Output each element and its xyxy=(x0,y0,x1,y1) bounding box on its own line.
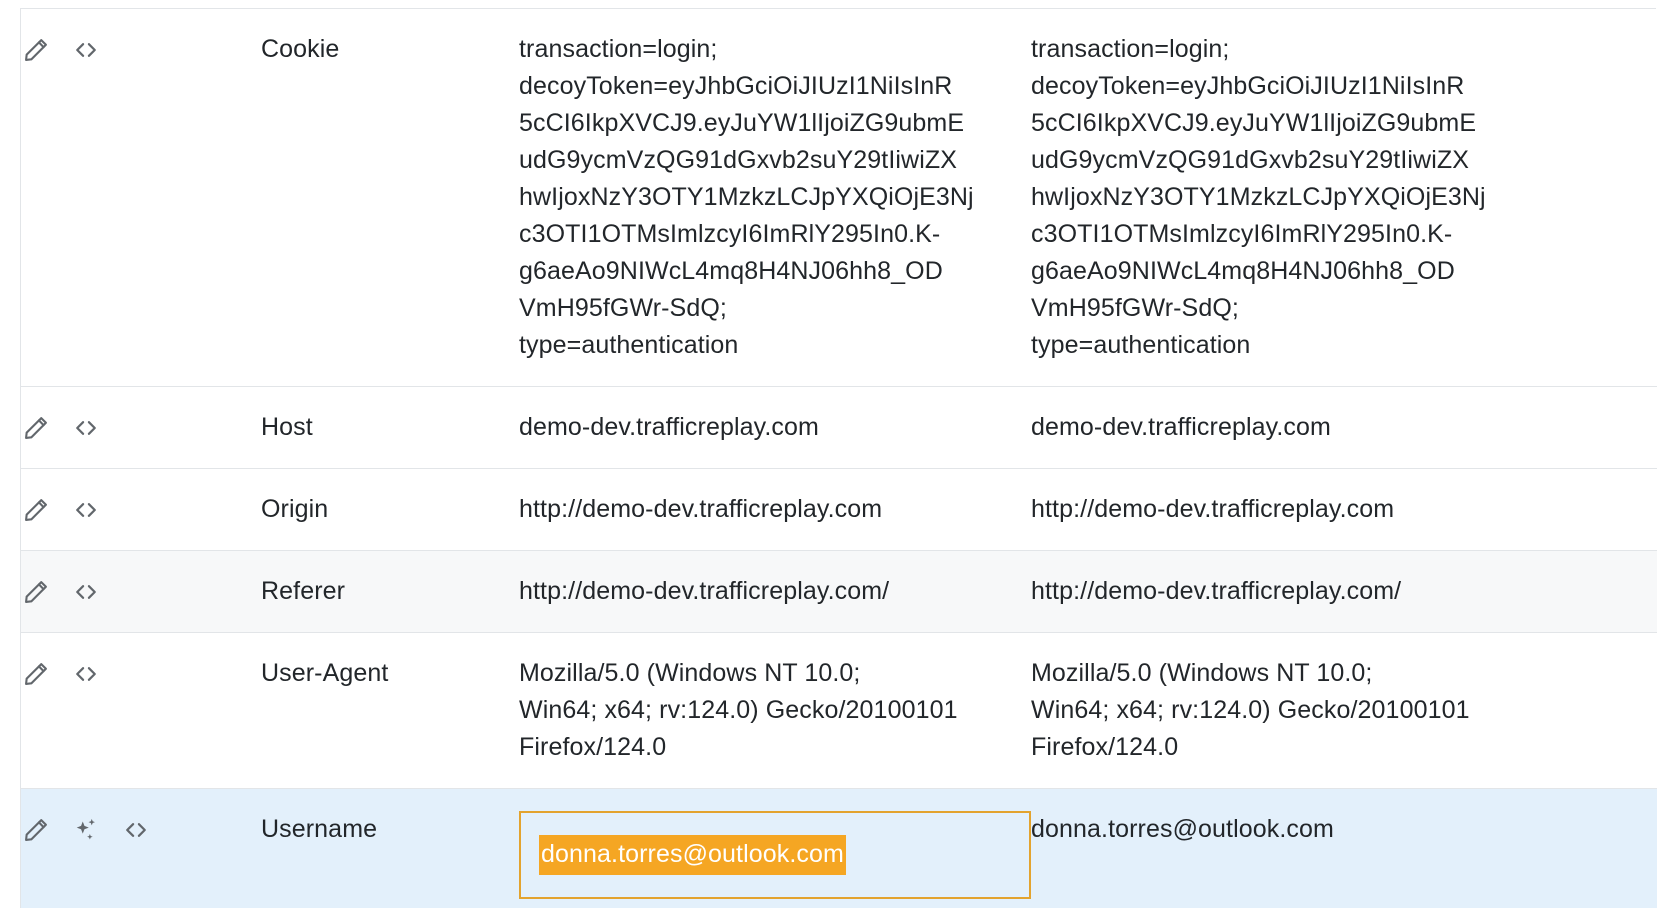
headers-table-body: Cookie transaction=login; decoyToken=eyJ… xyxy=(21,9,1657,908)
original-value-cell[interactable]: http://demo-dev.trafficreplay.com xyxy=(519,468,1031,551)
header-name-label: User-Agent xyxy=(261,659,389,687)
row-actions-cell xyxy=(21,632,261,789)
header-name-label: Origin xyxy=(261,495,329,523)
original-value-cell[interactable]: Mozilla/5.0 (Windows NT 10.0; Win64; x64… xyxy=(519,632,1031,789)
replay-value-cell[interactable]: demo-dev.trafficreplay.com xyxy=(1031,386,1657,469)
row-action-icons xyxy=(21,655,261,692)
sparkle-icon[interactable] xyxy=(71,815,101,845)
table-row[interactable]: Host demo-dev.trafficreplay.com demo-dev… xyxy=(21,386,1657,469)
original-value-cell[interactable]: transaction=login; decoyToken=eyJhbGciOi… xyxy=(519,9,1031,387)
header-name-cell: Host xyxy=(261,386,519,469)
headers-table-container: Cookie transaction=login; decoyToken=eyJ… xyxy=(20,8,1657,908)
code-icon[interactable] xyxy=(71,413,101,443)
row-action-icons xyxy=(21,31,261,68)
header-name-cell: User-Agent xyxy=(261,632,519,789)
replay-value-text: Mozilla/5.0 (Windows NT 10.0; Win64; x64… xyxy=(1031,659,1470,761)
code-icon[interactable] xyxy=(71,35,101,65)
original-value-text: http://demo-dev.trafficreplay.com xyxy=(519,495,883,523)
row-action-icons xyxy=(21,491,261,528)
replay-value-cell[interactable]: Mozilla/5.0 (Windows NT 10.0; Win64; x64… xyxy=(1031,632,1657,789)
highlighted-value-text: donna.torres@outlook.com xyxy=(539,835,846,875)
row-actions-cell xyxy=(21,788,261,908)
original-value-cell-highlighted[interactable]: donna.torres@outlook.com xyxy=(519,788,1031,908)
row-actions-cell xyxy=(21,468,261,551)
code-icon[interactable] xyxy=(71,577,101,607)
replay-value-cell[interactable]: http://demo-dev.trafficreplay.com/ xyxy=(1031,550,1657,633)
original-value-text: demo-dev.trafficreplay.com xyxy=(519,413,819,441)
header-name-cell: Referer xyxy=(261,550,519,633)
row-actions-cell xyxy=(21,9,261,387)
replay-value-cell[interactable]: http://demo-dev.trafficreplay.com xyxy=(1031,468,1657,551)
original-value-cell[interactable]: http://demo-dev.trafficreplay.com/ xyxy=(519,550,1031,633)
pencil-icon[interactable] xyxy=(21,659,51,689)
value-edit-focus-box[interactable]: donna.torres@outlook.com xyxy=(519,811,1031,899)
replay-value-text: transaction=login; decoyToken=eyJhbGciOi… xyxy=(1031,35,1486,359)
code-icon[interactable] xyxy=(71,659,101,689)
header-name-cell: Origin xyxy=(261,468,519,551)
headers-table: Cookie transaction=login; decoyToken=eyJ… xyxy=(21,9,1657,908)
row-actions-cell xyxy=(21,550,261,633)
table-row[interactable]: Username donna.torres@outlook.com donna.… xyxy=(21,788,1657,908)
header-name-label: Cookie xyxy=(261,35,340,63)
header-name-cell: Username xyxy=(261,788,519,908)
pencil-icon[interactable] xyxy=(21,577,51,607)
pencil-icon[interactable] xyxy=(21,35,51,65)
original-value-text: Mozilla/5.0 (Windows NT 10.0; Win64; x64… xyxy=(519,659,958,761)
table-row[interactable]: Origin http://demo-dev.trafficreplay.com… xyxy=(21,468,1657,551)
replay-value-text: http://demo-dev.trafficreplay.com xyxy=(1031,495,1395,523)
header-name-cell: Cookie xyxy=(261,9,519,387)
header-name-label: Username xyxy=(261,815,378,843)
code-icon[interactable] xyxy=(121,815,151,845)
header-name-label: Referer xyxy=(261,577,346,605)
header-name-label: Host xyxy=(261,413,313,441)
code-icon[interactable] xyxy=(71,495,101,525)
table-row[interactable]: Referer http://demo-dev.trafficreplay.co… xyxy=(21,550,1657,633)
table-row[interactable]: User-Agent Mozilla/5.0 (Windows NT 10.0;… xyxy=(21,632,1657,789)
row-action-icons xyxy=(21,573,261,610)
replay-value-text: donna.torres@outlook.com xyxy=(1031,815,1334,843)
replay-value-cell[interactable]: transaction=login; decoyToken=eyJhbGciOi… xyxy=(1031,9,1657,387)
table-row[interactable]: Cookie transaction=login; decoyToken=eyJ… xyxy=(21,9,1657,387)
original-value-cell[interactable]: demo-dev.trafficreplay.com xyxy=(519,386,1031,469)
replay-value-cell[interactable]: donna.torres@outlook.com xyxy=(1031,788,1657,908)
original-value-text: transaction=login; decoyToken=eyJhbGciOi… xyxy=(519,35,974,359)
pencil-icon[interactable] xyxy=(21,413,51,443)
pencil-icon[interactable] xyxy=(21,815,51,845)
pencil-icon[interactable] xyxy=(21,495,51,525)
replay-value-text: http://demo-dev.trafficreplay.com/ xyxy=(1031,577,1402,605)
original-value-text: http://demo-dev.trafficreplay.com/ xyxy=(519,577,890,605)
row-actions-cell xyxy=(21,386,261,469)
row-action-icons xyxy=(21,409,261,446)
replay-value-text: demo-dev.trafficreplay.com xyxy=(1031,413,1331,441)
row-action-icons xyxy=(21,811,261,848)
